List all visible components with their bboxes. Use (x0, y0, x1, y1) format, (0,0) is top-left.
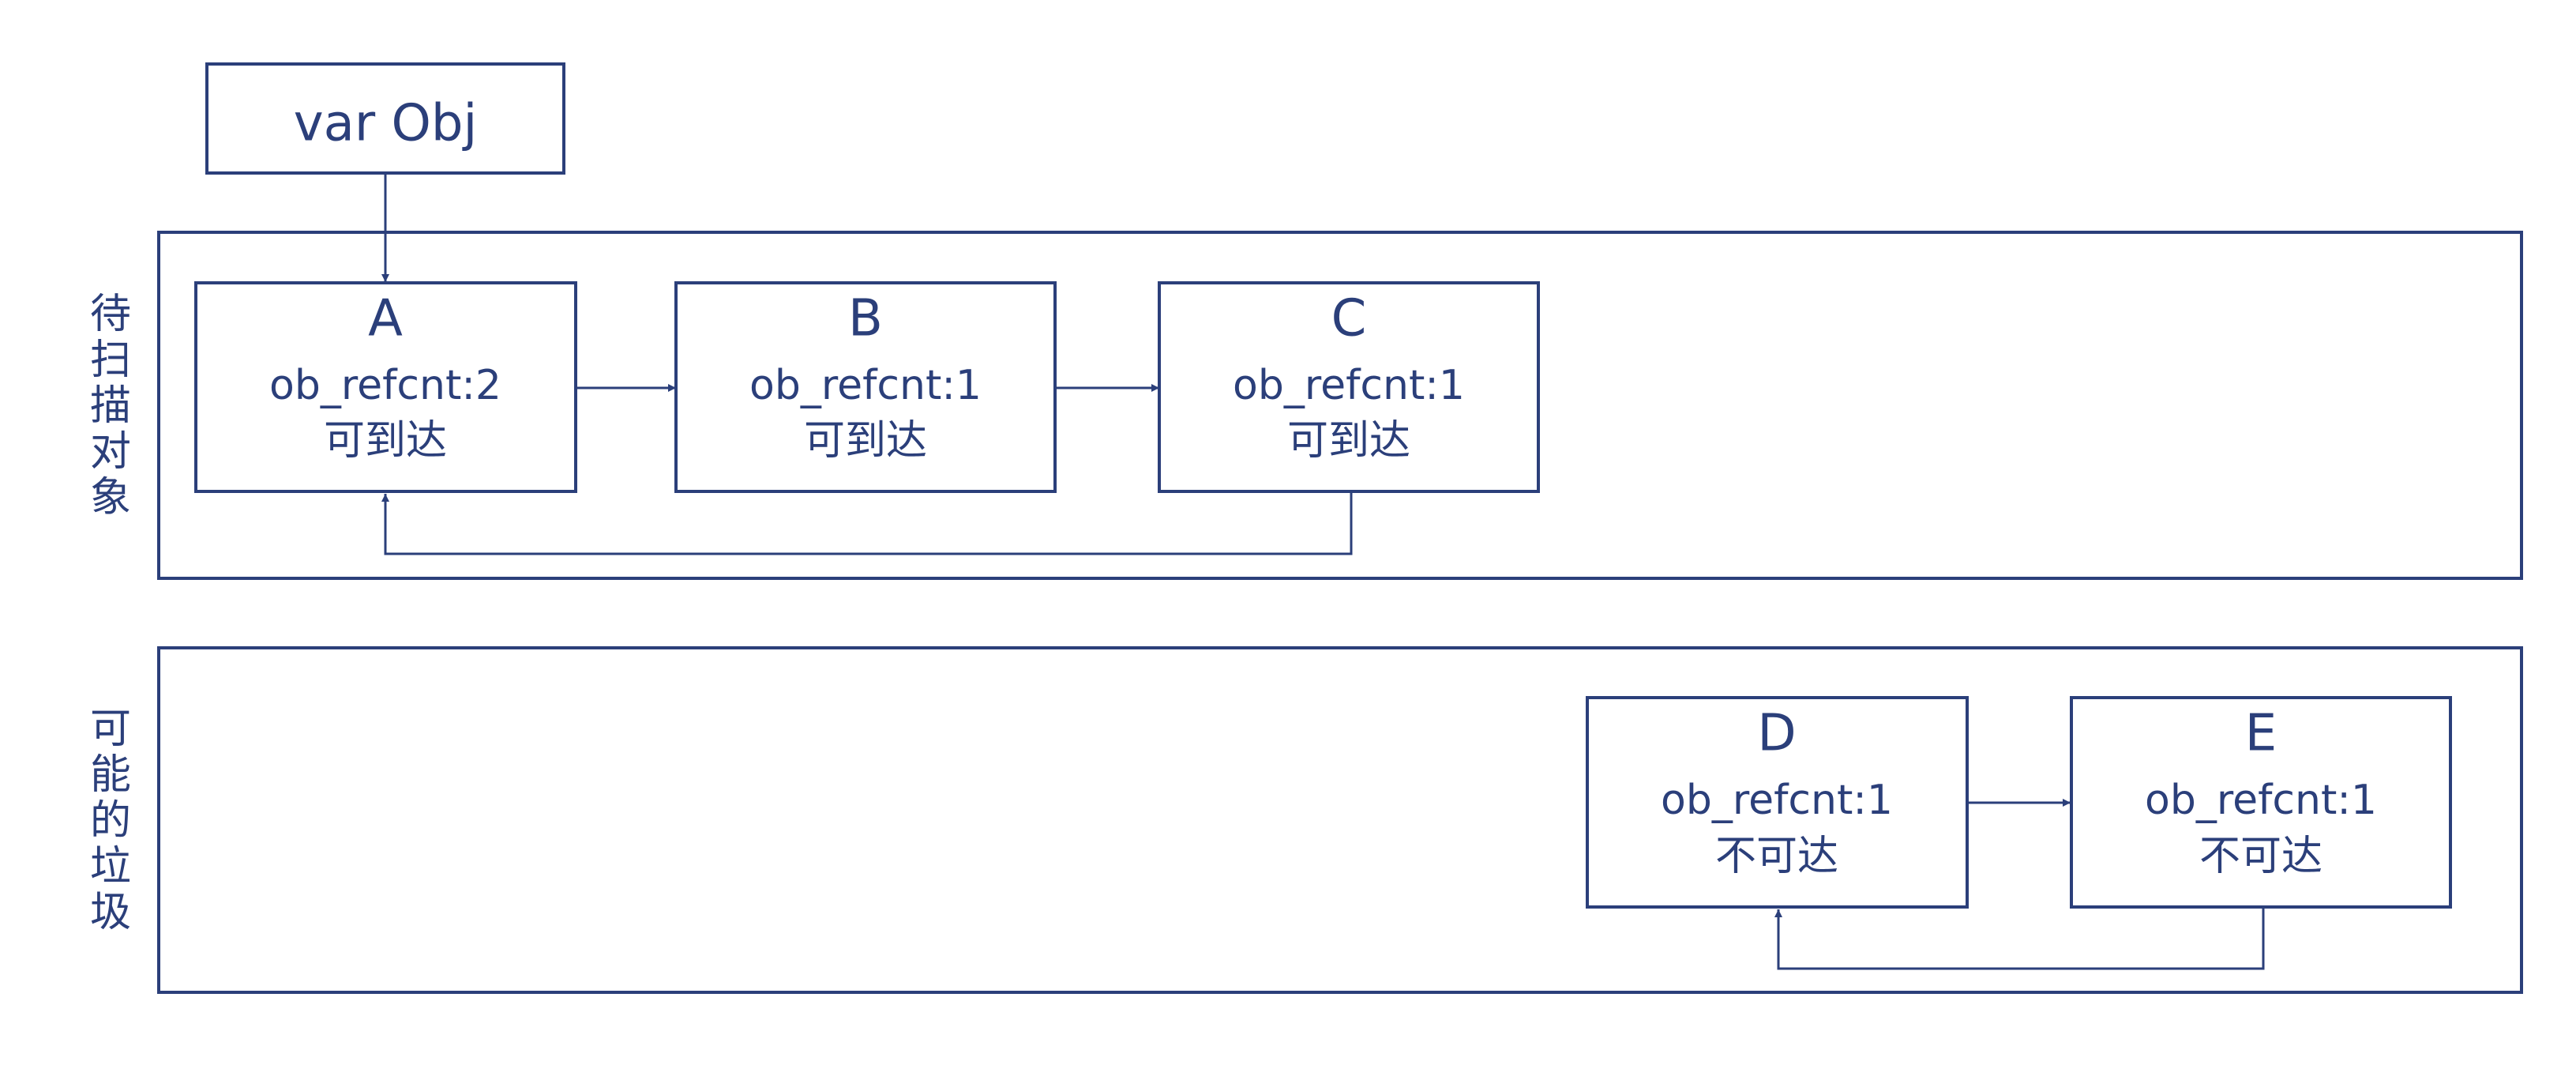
node-c: C ob_refcnt:1 可到达 (1158, 281, 1540, 493)
node-b: B ob_refcnt:1 可到达 (674, 281, 1057, 493)
node-a-refcnt: ob_refcnt:2 (269, 362, 501, 409)
node-d-status: 不可达 (1715, 833, 1838, 880)
garbage-group-label: 可能的垃圾 (90, 706, 131, 936)
node-e-name: E (2245, 705, 2277, 763)
node-a-name: A (368, 290, 403, 348)
edges (381, 173, 2265, 970)
edge-c-to-a (381, 491, 1353, 555)
node-b-box (674, 281, 1057, 493)
node-b-refcnt: ob_refcnt:1 (749, 362, 982, 409)
garbage-group-container (157, 646, 2523, 994)
node-e-status: 不可达 (2199, 833, 2323, 880)
node-d: D ob_refcnt:1 不可达 (1586, 696, 1969, 909)
node-e: E ob_refcnt:1 不可达 (2070, 696, 2452, 909)
node-d-name: D (1757, 705, 1796, 763)
edge-e-to-d (1774, 907, 2265, 970)
node-e-box (2070, 696, 2452, 909)
node-a: A ob_refcnt:2 可到达 (194, 281, 577, 493)
node-d-box (1586, 696, 1969, 909)
node-d-refcnt: ob_refcnt:1 (1661, 777, 1893, 824)
root-var-box (205, 62, 565, 175)
node-c-refcnt: ob_refcnt:1 (1233, 362, 1465, 409)
node-b-status: 可到达 (804, 417, 927, 465)
node-b-name: B (848, 290, 883, 348)
scan-group-label: 待扫描对象 (90, 291, 131, 521)
node-c-status: 可到达 (1287, 417, 1410, 465)
scan-group-container (157, 231, 2523, 580)
node-e-refcnt: ob_refcnt:1 (2145, 777, 2377, 824)
node-a-status: 可到达 (324, 417, 447, 465)
node-c-box (1158, 281, 1540, 493)
node-a-box (194, 281, 577, 493)
root-var-label: var Obj (294, 95, 478, 153)
node-c-name: C (1331, 290, 1367, 348)
